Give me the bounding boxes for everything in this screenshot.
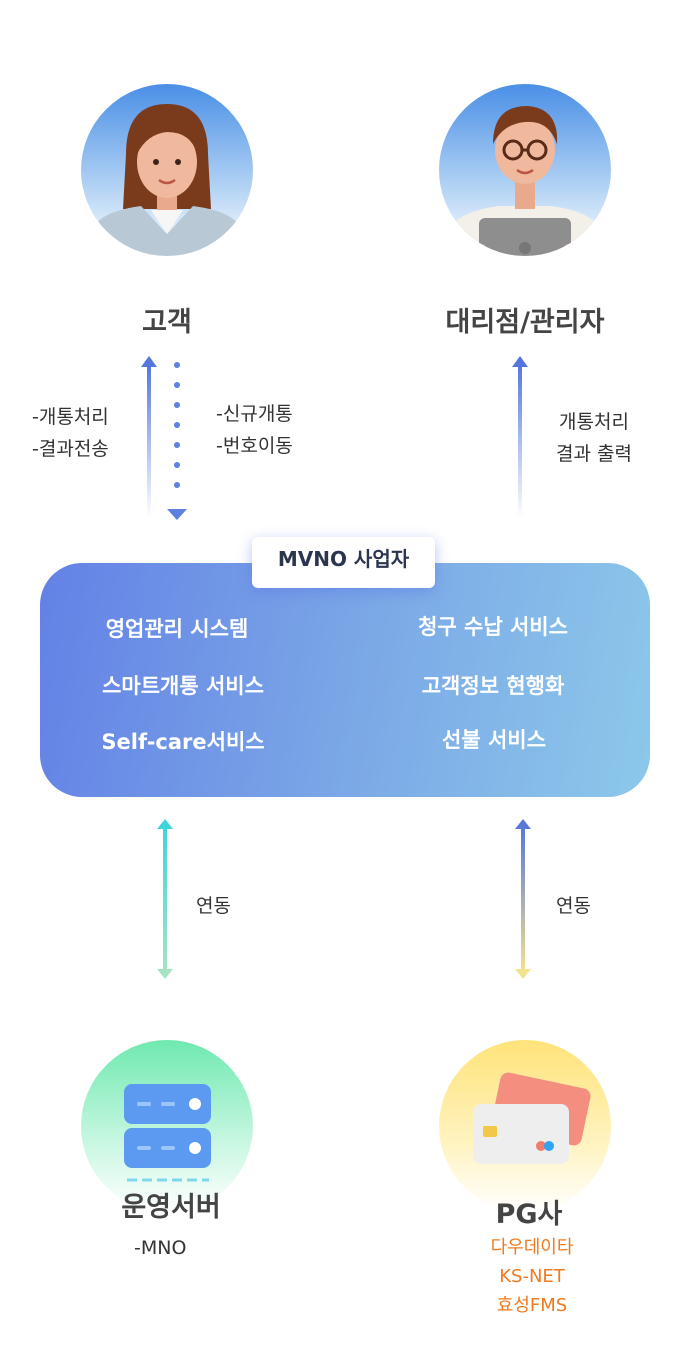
note-line: -번호이동 <box>216 435 293 457</box>
pg-circle <box>439 1040 611 1212</box>
customer-up-arrow <box>141 356 157 518</box>
pg-label: PG사 <box>495 1199 563 1230</box>
server-sub: -MNO <box>134 1237 187 1259</box>
left-link-label: 연동 <box>196 895 231 917</box>
service-smart-activation: 스마트개통 서비스 <box>102 674 264 698</box>
agent-up-arrow <box>512 356 528 518</box>
customer-down-notes: -신규개통 -번호이동 <box>216 398 293 462</box>
server-label: 운영서버 <box>121 1192 221 1223</box>
pg-vendors: 다우데이타 KS-NET 효성FMS <box>491 1233 574 1320</box>
customer-label: 고객 <box>142 307 192 338</box>
service-billing: 청구 수납 서비스 <box>418 615 568 639</box>
note-line: 결과 출력 <box>556 443 632 465</box>
pg-vendor: KS-NET <box>499 1266 565 1287</box>
pg-vendor: 효성FMS <box>496 1295 568 1316</box>
agent-label: 대리점/관리자 <box>445 307 605 338</box>
agent-avatar <box>439 84 611 256</box>
top-flow-arrows <box>141 356 528 520</box>
right-link-label: 연동 <box>556 895 591 917</box>
customer-avatar <box>81 84 253 256</box>
agent-up-notes: 개통처리 결과 출력 <box>556 406 632 470</box>
bottom-link-arrows <box>157 819 531 979</box>
note-line: -개통처리 <box>32 406 109 428</box>
note-line: -결과전송 <box>32 438 109 460</box>
server-link-arrow <box>157 819 173 979</box>
note-line: 개통처리 <box>559 411 629 433</box>
service-customer-info: 고객정보 현행화 <box>421 674 565 698</box>
pg-vendor: 다우데이타 <box>490 1237 574 1258</box>
service-sales-management: 영업관리 시스템 <box>105 617 249 641</box>
mvno-badge: MVNO 사업자 <box>252 537 435 588</box>
note-line: -신규개통 <box>216 403 293 425</box>
server-circle <box>81 1040 253 1212</box>
credit-card-icon <box>473 1072 591 1164</box>
woman-icon <box>91 104 243 256</box>
service-prepaid: 선불 서비스 <box>442 728 546 752</box>
server-icon <box>124 1084 211 1182</box>
pg-link-arrow <box>515 819 531 979</box>
man-with-tablet-icon <box>449 106 601 256</box>
customer-down-dotted-arrow <box>167 362 187 520</box>
customer-up-notes: -개통처리 -결과전송 <box>32 401 109 465</box>
mvno-box <box>40 563 650 797</box>
service-self-care: Self-care서비스 <box>101 730 265 754</box>
